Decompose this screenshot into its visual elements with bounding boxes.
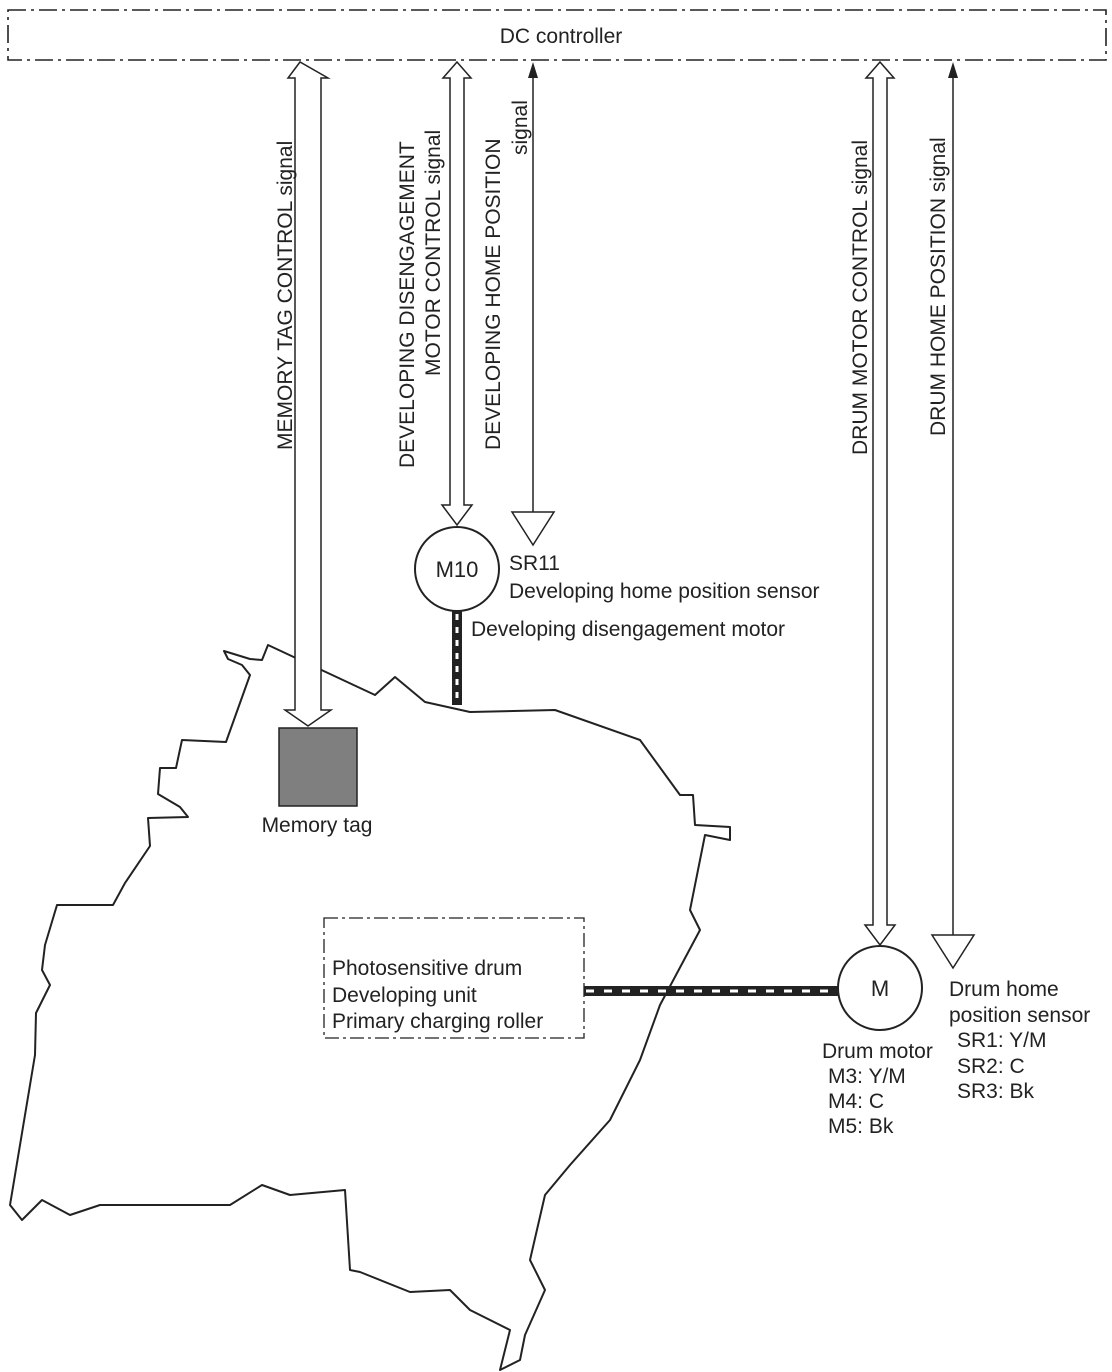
drum-unit-line3: Primary charging roller bbox=[332, 1010, 543, 1033]
drum-motor-m4: M4: C bbox=[828, 1090, 884, 1113]
drum-motor-symbol: M bbox=[871, 976, 889, 1001]
m10-name: Developing disengagement motor bbox=[471, 618, 785, 641]
drum-sensor-sr1: SR1: Y/M bbox=[957, 1029, 1046, 1052]
drum-sensor-line1: Drum home bbox=[949, 978, 1059, 1001]
memory-tag bbox=[278, 727, 358, 807]
drum-sensor-line2: position sensor bbox=[949, 1004, 1090, 1027]
drum-unit-box bbox=[323, 917, 585, 1039]
memory-tag-label: Memory tag bbox=[262, 814, 373, 837]
drum-home-sensor-icon bbox=[930, 934, 976, 970]
drum-sensor-sr2: SR2: C bbox=[957, 1055, 1025, 1078]
memory-tag-control-signal-label: MEMORY TAG CONTROL signal bbox=[274, 141, 297, 450]
drum-home-position-signal-label: DRUM HOME POSITION signal bbox=[927, 137, 950, 436]
drum-motor-circle bbox=[837, 945, 923, 1031]
m10-symbol: M10 bbox=[436, 557, 479, 582]
drum-motor-m5: M5: Bk bbox=[828, 1115, 894, 1138]
drum-sensor-sr3: SR3: Bk bbox=[957, 1080, 1035, 1103]
drum-unit-line1: Photosensitive drum bbox=[332, 957, 522, 980]
cartridge-outline bbox=[9, 644, 731, 1371]
memory-tag-control-arrow bbox=[282, 61, 334, 727]
drum-home-arrowhead bbox=[948, 62, 958, 78]
developing-home-label-line1: DEVELOPING HOME POSITION bbox=[482, 138, 505, 450]
developing-disengagement-control-arrow bbox=[440, 60, 474, 527]
sr11-name: Developing home position sensor bbox=[509, 580, 820, 603]
dc-controller-label: DC controller bbox=[500, 25, 623, 48]
drum-motor-control-signal-label: DRUM MOTOR CONTROL signal bbox=[849, 140, 872, 455]
developing-disengagement-label-line2: MOTOR CONTROL signal bbox=[422, 130, 445, 376]
sr11-sensor-icon bbox=[510, 511, 556, 547]
dc-controller-box bbox=[7, 9, 1107, 61]
developing-disengagement-label-line1: DEVELOPING DISENGAGEMENT bbox=[396, 141, 419, 468]
sr11-id: SR11 bbox=[509, 552, 560, 575]
drum-unit-line2: Developing unit bbox=[332, 984, 477, 1007]
drum-motor-name: Drum motor bbox=[822, 1040, 933, 1063]
developing-home-label-line2: signal bbox=[509, 100, 532, 155]
drum-shaft bbox=[584, 986, 838, 996]
drum-motor-m3: M3: Y/M bbox=[828, 1065, 906, 1088]
developing-home-arrowhead bbox=[528, 62, 538, 78]
